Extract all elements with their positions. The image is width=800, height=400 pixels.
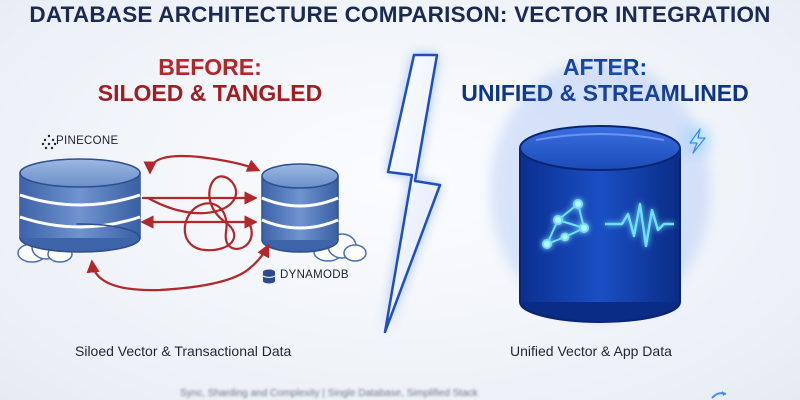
after-caption: Unified Vector & App Data	[510, 343, 672, 359]
dynamodb-logo-icon	[262, 269, 276, 284]
blurred-footer-text: Sync, Sharding and Complexity | Single D…	[180, 388, 478, 399]
lightning-divider-icon	[383, 53, 442, 334]
dynamodb-database-icon	[261, 163, 367, 262]
diagram-title: DATABASE ARCHITECTURE COMPARISON: VECTOR…	[29, 2, 771, 27]
vector-graph-icon	[542, 199, 589, 249]
lightning-badge-icon	[683, 126, 711, 154]
pinecone-database-icon	[17, 158, 141, 263]
tangled-sync-arrows	[86, 154, 270, 292]
before-heading: BEFORE:	[158, 54, 262, 80]
waveform-icon	[605, 202, 674, 248]
corner-arrow-icon	[711, 391, 727, 399]
dynamodb-label: DYNAMODB	[280, 269, 349, 281]
before-caption: Siloed Vector & Transactional Data	[75, 343, 292, 359]
before-subheading: SILOED & TANGLED	[97, 80, 323, 106]
pinecone-logo-icon	[41, 134, 57, 150]
pinecone-label: PINECONE	[56, 135, 119, 147]
unified-database-icon	[490, 60, 710, 323]
